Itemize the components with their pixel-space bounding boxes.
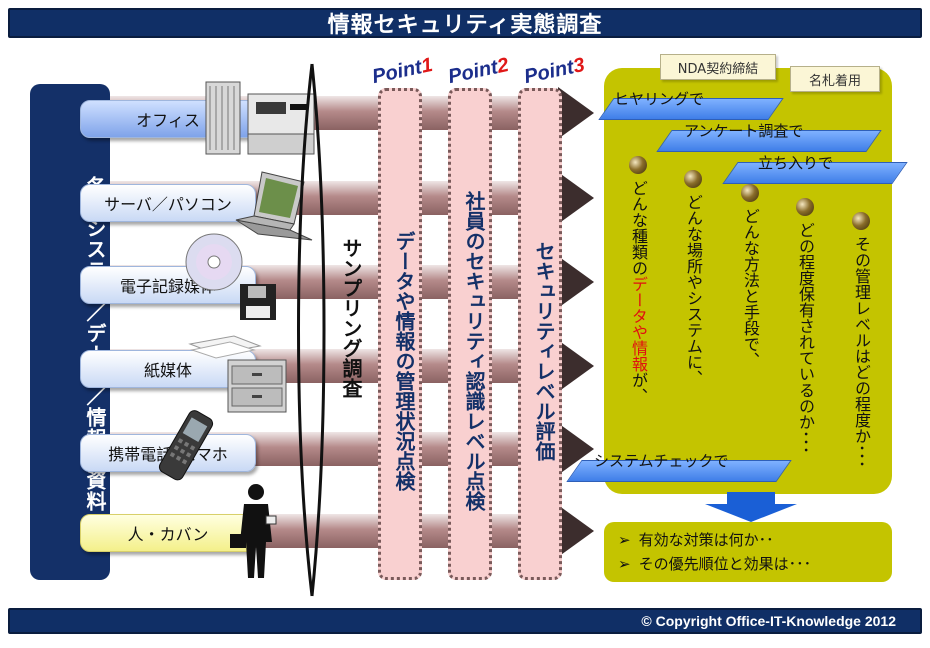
category-label: 電子記録媒体: [119, 277, 216, 296]
point-word: Point: [522, 56, 576, 89]
conclusion-item: ➢ 有効な対策は何か･･: [618, 528, 878, 552]
question-data-type: どんな種類のデータや情報が、: [626, 180, 650, 480]
conclusion-box: ➢ 有効な対策は何か･･ ➢ その優先順位と効果は･･･: [604, 522, 892, 582]
survey-label: アンケート調査で: [684, 122, 804, 140]
point-2-column: 社員のセキュリティ認識レベル点検: [448, 88, 492, 580]
bullet-icon: [741, 184, 759, 202]
flow-arrow-head: [558, 505, 594, 557]
flow-arrow-head: [558, 340, 594, 392]
category-person-bag: 人・カバン: [80, 514, 256, 552]
question-text: どんな種類の: [629, 180, 648, 276]
category-label: サーバ／パソコン: [104, 195, 232, 214]
point-word: Point: [370, 56, 424, 89]
conclusion-text: その優先順位と効果は･･･: [638, 555, 812, 573]
conclusion-item: ➢ その優先順位と効果は･･･: [618, 552, 878, 576]
system-check-label: システムチェックで: [594, 452, 729, 470]
flow-arrow-head: [558, 172, 594, 224]
point-2-text: 社員のセキュリティ認識レベル点検: [462, 191, 486, 511]
point-word: Point: [446, 56, 500, 89]
copyright-text: © Copyright Office-IT-Knowledge 2012: [641, 613, 896, 629]
chevron-right-icon: ➢: [618, 531, 631, 549]
bullet-icon: [684, 170, 702, 188]
category-server-pc: サーバ／パソコン: [80, 184, 256, 222]
point-1-label: Point1: [370, 54, 435, 89]
nda-tag: NDA契約締結: [660, 54, 776, 80]
footer-bar: © Copyright Office-IT-Knowledge 2012: [8, 608, 922, 634]
question-highlight: データや情報: [629, 276, 648, 372]
flow-arrow-head: [558, 87, 594, 139]
category-label: オフィス: [136, 111, 200, 130]
point-3-text: セキュリティレベル評価: [532, 241, 556, 461]
flow-arrow-head: [558, 256, 594, 308]
chevron-right-icon: ➢: [618, 555, 631, 573]
side-panel: 各種システム／データ／情報／資料: [30, 84, 110, 580]
conclusion-text: 有効な対策は何か･･: [638, 531, 774, 549]
point-3-label: Point3: [522, 54, 587, 89]
category-label: 紙媒体: [143, 361, 192, 380]
visit-label: 立ち入りで: [758, 154, 834, 172]
businessman-icon: [230, 484, 277, 578]
bullet-icon: [796, 198, 814, 216]
question-method: どんな方法と手段で、: [741, 208, 760, 368]
sampling-bracket: [297, 63, 326, 597]
question-location: どんな場所やシステムに、: [684, 194, 703, 386]
down-arrow-icon: [705, 492, 797, 522]
point-3-column: セキュリティレベル評価: [518, 88, 562, 580]
category-label: 人・カバン: [127, 525, 209, 544]
point-2-label: Point2: [446, 54, 511, 89]
laptop-icon: [235, 171, 313, 241]
filing-cabinet-icon: [188, 335, 287, 413]
sampling-label: サンプリング調査: [339, 238, 363, 398]
mobile-phone-icon: [158, 410, 214, 481]
category-paper: 紙媒体: [80, 350, 256, 388]
hearing-label: ヒヤリングで: [614, 90, 705, 108]
title-bar: 情報セキュリティ実態調査: [8, 8, 922, 38]
question-text: が、: [629, 372, 648, 404]
office-building-icon: [205, 81, 315, 155]
point-1-text: データや情報の管理状況点検: [392, 231, 416, 491]
name-badge-tag: 名札着用: [790, 66, 880, 92]
bullet-icon: [852, 212, 870, 230]
disc-and-floppy-icon: [185, 233, 276, 320]
page-title: 情報セキュリティ実態調査: [327, 13, 603, 38]
question-level: その管理レベルはどの程度か･･･: [852, 236, 871, 469]
point-1-column: データや情報の管理状況点検: [378, 88, 422, 580]
bullet-icon: [629, 156, 647, 174]
question-amount: どの程度保有されているのか･･･: [796, 222, 815, 455]
